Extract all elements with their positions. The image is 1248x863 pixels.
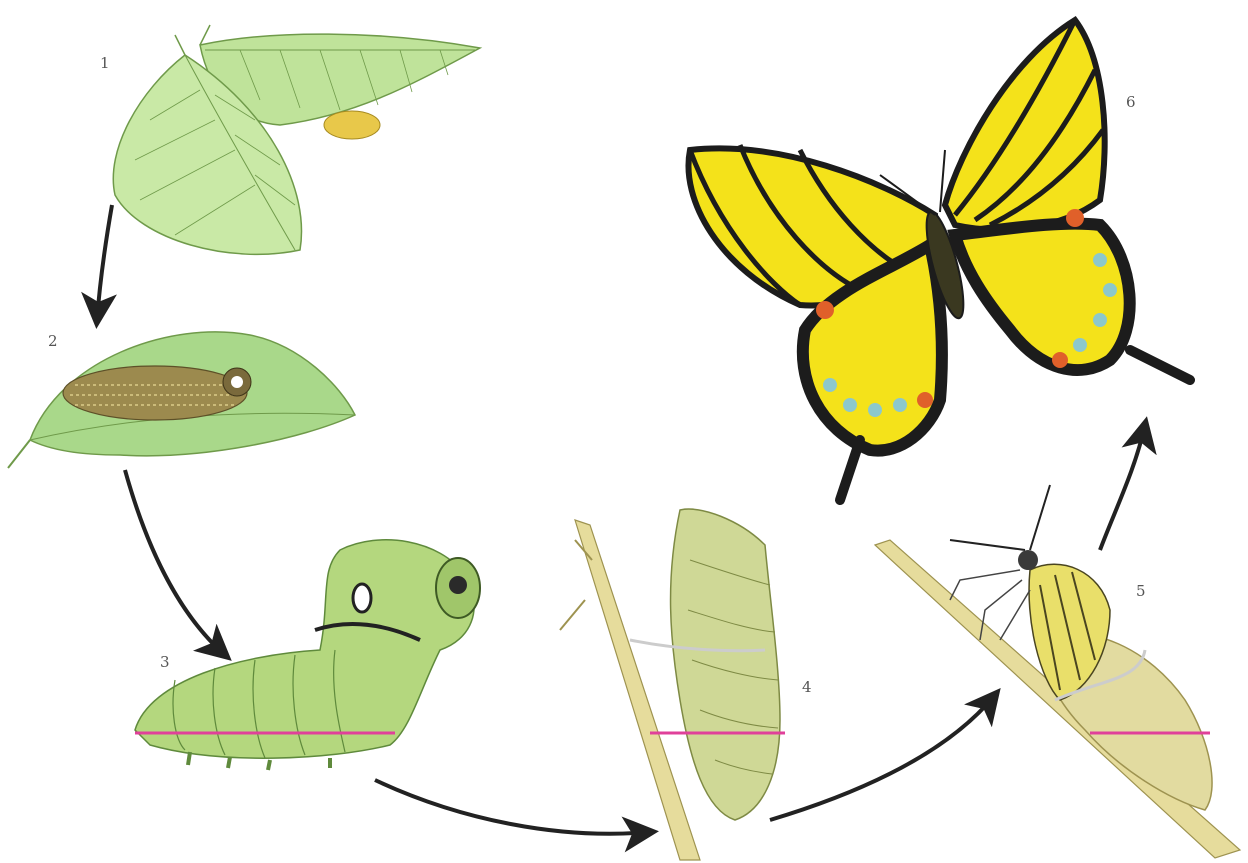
arrow-5-to-6 <box>1100 425 1145 550</box>
stage-label-5: 5 <box>1136 582 1146 600</box>
stage-1-eggs-illustration <box>113 25 480 254</box>
stage-3-caterpillar-illustration <box>135 540 480 770</box>
arrow-4-to-5 <box>770 695 995 820</box>
egg <box>324 111 380 139</box>
stage-6-butterfly-illustration <box>688 20 1190 500</box>
young-larva <box>63 366 247 420</box>
arrow-1-to-2 <box>97 205 112 320</box>
caterpillar-body <box>135 540 474 758</box>
stage-label-6: 6 <box>1126 93 1136 111</box>
eye-spot <box>353 584 371 612</box>
stage-label-2: 2 <box>48 332 58 350</box>
right-hindwing <box>955 224 1130 370</box>
stage-label-3: 3 <box>160 653 170 671</box>
stage-5-emerging-illustration <box>875 485 1240 858</box>
arrow-3-to-4 <box>375 780 650 834</box>
left-tail <box>840 440 860 500</box>
stage-label-1: 1 <box>100 54 110 72</box>
stage-label-4: 4 <box>802 678 812 696</box>
right-tail <box>1130 350 1190 380</box>
stage-4-chrysalis-illustration <box>560 509 785 860</box>
stage-2-larva-illustration <box>8 332 355 468</box>
arrow-2-to-3 <box>125 470 225 655</box>
